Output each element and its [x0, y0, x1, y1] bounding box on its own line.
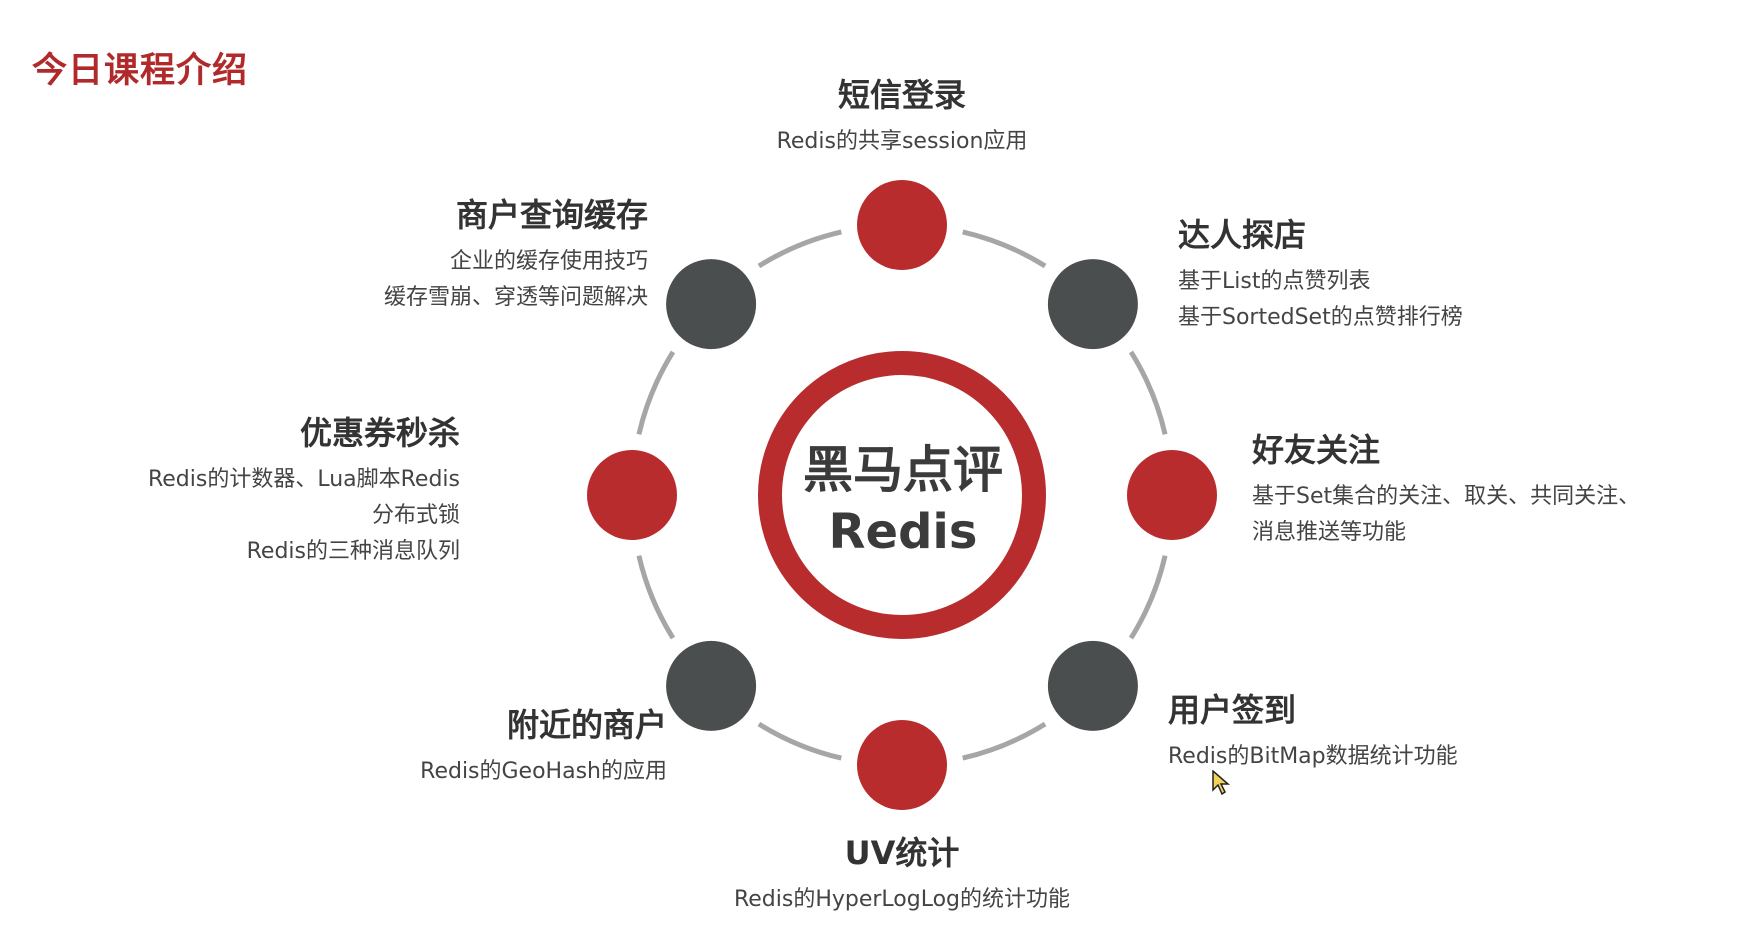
ring-arc: [636, 350, 676, 435]
label-sms-login: 短信登录 Redis的共享session应用: [642, 70, 1162, 160]
ring-arc: [757, 229, 842, 269]
label-nearby-merchants: 附近的商户 Redis的GeoHash的应用: [147, 700, 667, 790]
node-friend-follow: [1127, 450, 1217, 540]
module-title: 商户查询缓存: [455, 196, 648, 234]
hub-subtitle: Redis: [828, 504, 978, 560]
hub-title: 黑马点评: [803, 441, 1003, 499]
ring-arc: [1128, 555, 1168, 640]
node-expert-shop-visit: [1047, 259, 1138, 350]
label-uv-statistics: UV统计 Redis的HyperLogLog的统计功能: [642, 828, 1162, 918]
module-title: 附近的商户: [506, 706, 667, 744]
hub-ring: [758, 351, 1046, 639]
ring-arc: [757, 721, 842, 761]
ring-arc: [962, 721, 1047, 761]
ring-arc: [636, 555, 676, 640]
module-title: 好友关注: [1252, 431, 1381, 469]
node-uv-statistics: [857, 720, 947, 810]
ring-arc: [1128, 350, 1168, 435]
module-description-line: 基于Set集合的关注、取关、共同关注、: [1252, 484, 1641, 509]
module-description-line: Redis的BitMap数据统计功能: [1168, 744, 1458, 769]
node-user-sign-in: [1047, 640, 1138, 731]
module-description-line: 企业的缓存使用技巧: [449, 249, 648, 274]
label-expert-shop-visit: 达人探店基于List的点赞列表基于SortedSet的点赞排行榜: [1178, 210, 1698, 336]
module-title: UV统计: [844, 834, 960, 872]
module-description-line: Redis的计数器、Lua脚本Redis: [147, 467, 460, 492]
module-description-line: 缓存雪崩、穿透等问题解决: [383, 285, 648, 310]
mouse-cursor-icon: [1212, 770, 1230, 796]
node-sms-login: [857, 180, 947, 270]
label-user-sign-in: 用户签到 Redis的BitMap数据统计功能: [1168, 685, 1688, 775]
module-title: 优惠券秒杀: [299, 414, 460, 452]
module-description-line: 消息推送等功能: [1252, 520, 1407, 545]
node-coupon-flash-sale: [587, 450, 677, 540]
module-description-line: Redis的三种消息队列: [246, 539, 460, 564]
module-title: 达人探店: [1178, 216, 1307, 254]
module-title: 用户签到: [1168, 691, 1297, 729]
ring-arc: [962, 229, 1047, 269]
label-coupon-flash-sale: 优惠券秒杀 Redis的计数器、Lua脚本Redis 分布式锁 Redis的三种消息队…: [0, 408, 460, 570]
node-nearby-merchants: [666, 640, 757, 731]
label-merchant-query-cache: 商户查询缓存企业的缓存使用技巧缓存雪崩、穿透等问题解决: [128, 190, 648, 316]
module-description-line: Redis的GeoHash的应用: [420, 759, 667, 784]
module-description-line: Redis的共享session应用: [776, 129, 1028, 154]
page-title: 今日课程介绍: [32, 51, 249, 91]
label-friend-follow: 好友关注基于Set集合的关注、取关、共同关注、消息推送等功能: [1252, 425, 1764, 551]
module-title: 短信登录: [837, 76, 966, 114]
node-merchant-query-cache: [666, 259, 757, 350]
module-description-line: 基于SortedSet的点赞排行榜: [1178, 305, 1463, 330]
module-description-line: 分布式锁: [371, 503, 460, 528]
module-description-line: 基于List的点赞列表: [1178, 269, 1371, 294]
module-description-line: Redis的HyperLogLog的统计功能: [733, 887, 1071, 912]
